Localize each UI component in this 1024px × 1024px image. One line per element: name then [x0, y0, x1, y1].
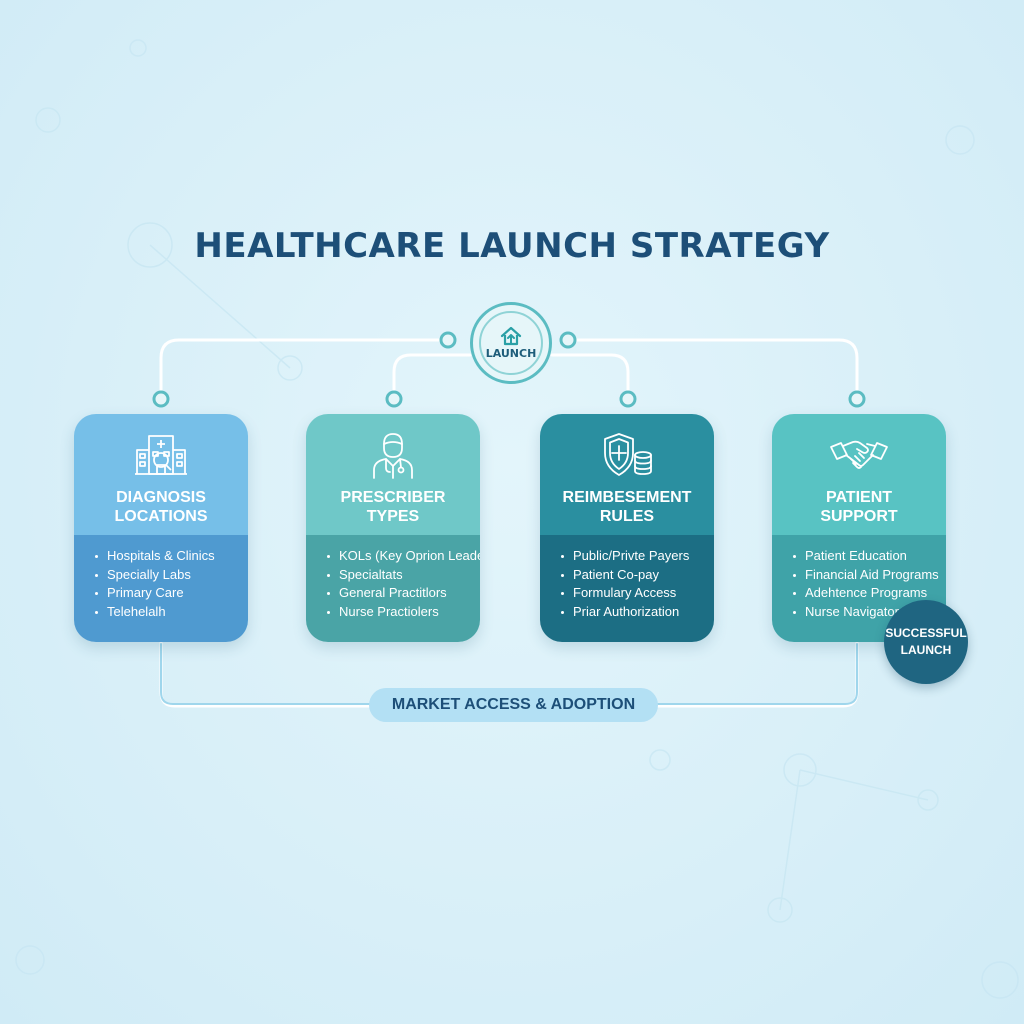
- card-body: KOLs (Key Oprion Leaders Specialtats Gen…: [306, 535, 480, 642]
- list-item: Primary Care: [94, 584, 240, 603]
- node-dot: [848, 390, 866, 408]
- list-item: Public/Privte Payers: [560, 547, 706, 566]
- list-item: Patient Education: [792, 547, 938, 566]
- card-title-line: DIAGNOSIS: [116, 489, 206, 506]
- list-item: Financial Aid Programs: [792, 566, 939, 585]
- page-title: HEALTHCARE LAUNCH STRATEGY: [194, 226, 830, 266]
- handshake-icon: [830, 440, 888, 469]
- market-access-pill: MARKET ACCESS & ADOPTION: [369, 688, 658, 722]
- node-dot: [385, 390, 403, 408]
- card-title-line: LOCATIONS: [114, 508, 208, 525]
- badge-line: SUCCESSFUL: [885, 626, 967, 640]
- connector-outer: [159, 338, 442, 401]
- list-item: Adehtence Programs: [792, 584, 938, 603]
- node-dot: [152, 390, 170, 408]
- launch-label: LAUNCH: [485, 347, 537, 360]
- list-item: General Practitlors: [326, 584, 472, 603]
- card-header: PRESCRIBER TYPES: [306, 414, 480, 535]
- card-header: REIMBESEMENT RULES: [540, 414, 714, 535]
- successful-launch-badge: SUCCESSFUL LAUNCH: [884, 600, 968, 684]
- list-item: Nurse Practiolers: [326, 603, 472, 622]
- node-dot: [439, 331, 457, 349]
- card-title-line: SUPPORT: [820, 508, 898, 525]
- list-item: Formulary Access: [560, 584, 706, 603]
- card-body: Hospitals & Clinics Specially Labs Prima…: [74, 535, 248, 642]
- card-diagnosis-locations: DIAGNOSIS LOCATIONS Hospitals & Clinics …: [74, 414, 248, 642]
- list-item: Patient Co-pay: [560, 566, 706, 585]
- shield-coins-icon: [604, 433, 652, 476]
- launch-hub: LAUNCH: [470, 302, 552, 384]
- launch-hub-inner: LAUNCH: [479, 311, 543, 375]
- card-title-line: RULES: [599, 508, 655, 525]
- card-header: DIAGNOSIS LOCATIONS: [74, 414, 248, 535]
- connector-inner-right: [550, 353, 630, 401]
- connector-inner-left: [392, 353, 472, 401]
- house-arrow-icon: [500, 326, 522, 346]
- card-body: Public/Privte Payers Patient Co-pay Form…: [540, 535, 714, 642]
- card-reimbursement-rules: REIMBESEMENT RULES Public/Privte Payers …: [540, 414, 714, 642]
- list-item: Specialtats: [326, 566, 472, 585]
- card-title-line: REIMBESEMENT: [562, 489, 692, 506]
- card-body: Patient Education Financial Aid Programs…: [772, 535, 946, 642]
- list-item: Specially Labs: [94, 566, 240, 585]
- doctor-icon: [373, 433, 413, 479]
- card-patient-support: PATIENT SUPPORT Patient Education Financ…: [772, 414, 946, 642]
- card-header: PATIENT SUPPORT: [772, 414, 946, 535]
- list-item: Priar Authorization: [560, 603, 706, 622]
- hospital-icon: [135, 435, 187, 475]
- card-prescriber-types: PRESCRIBER TYPES KOLs (Key Oprion Leader…: [306, 414, 480, 642]
- card-title-line: TYPES: [366, 508, 420, 525]
- list-item: Nurse Navigators: [792, 603, 938, 622]
- connector-outer-right: [568, 338, 859, 401]
- list-item: Hospitals & Clinics: [94, 547, 240, 566]
- card-title-line: PATIENT: [825, 489, 893, 506]
- node-dot: [619, 390, 637, 408]
- badge-line: LAUNCH: [900, 643, 952, 657]
- list-item: Telehelalh: [94, 603, 240, 622]
- card-title-line: PRESCRIBER: [340, 489, 446, 506]
- node-dot: [559, 331, 577, 349]
- list-item: KOLs (Key Oprion Leaders: [326, 547, 480, 566]
